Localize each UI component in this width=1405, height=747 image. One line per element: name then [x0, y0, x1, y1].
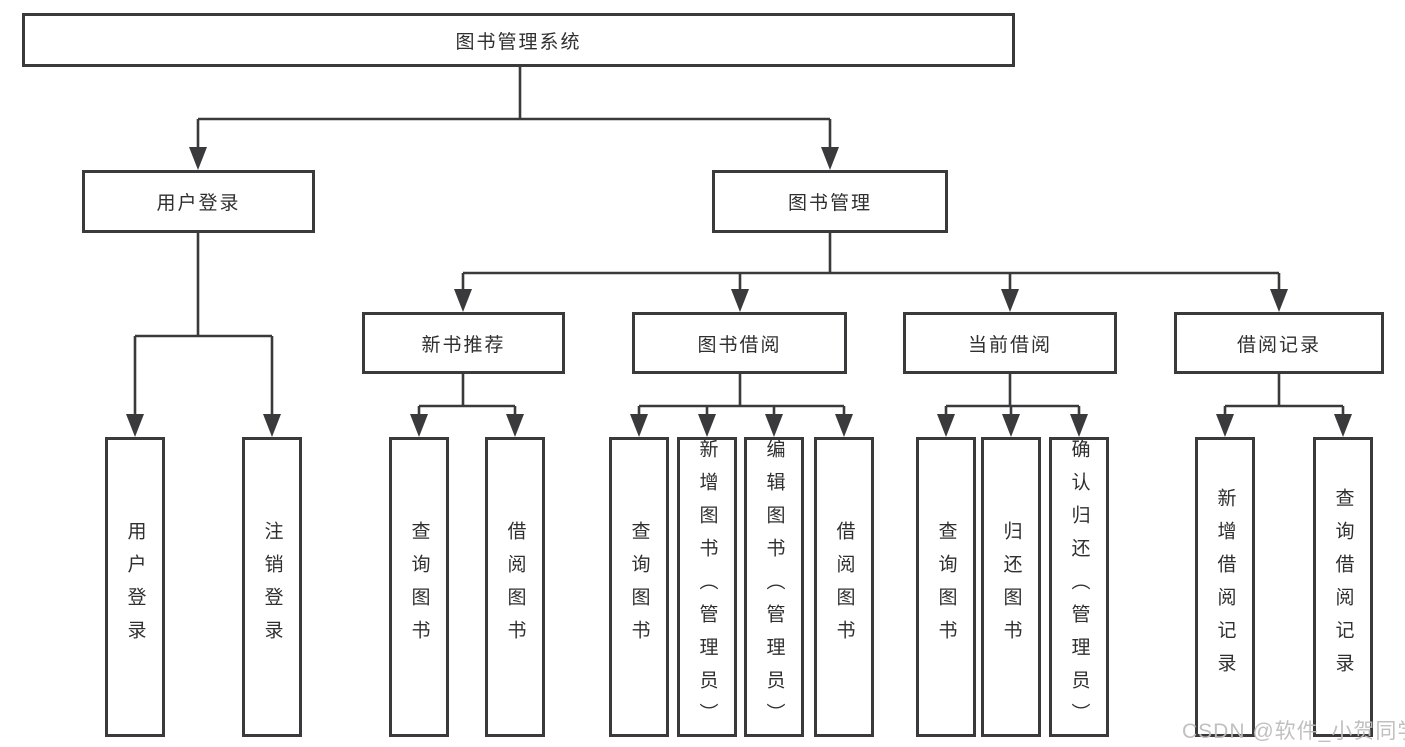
- node-label: 确认归还（管理员）: [1068, 438, 1090, 736]
- node-label: 图书管理: [787, 193, 872, 214]
- node-label: 当前借阅: [967, 334, 1052, 356]
- leaf-br-add-record: 新增借阅记录: [1195, 437, 1255, 737]
- node-label: 查询图书: [628, 521, 650, 653]
- node-label: 新增借阅记录: [1214, 488, 1236, 686]
- csdn-watermark: CSDN @软件_小贺同学: [1182, 720, 1405, 743]
- leaf-br-query-record: 查询借阅记录: [1313, 437, 1373, 737]
- leaf-bb-query-books: 查询图书: [609, 437, 669, 737]
- node-borrow-records: 借阅记录: [1174, 312, 1384, 374]
- node-label: 归还图书: [1000, 521, 1022, 653]
- node-label: 新书推荐: [421, 334, 506, 356]
- node-label: 图书借阅: [697, 334, 782, 356]
- leaf-nbr-query-books: 查询图书: [389, 437, 449, 737]
- node-book-borrow: 图书借阅: [632, 312, 847, 374]
- node-label: 查询图书: [935, 521, 957, 653]
- tree-edges: [133, 67, 1345, 421]
- node-new-book-recommend: 新书推荐: [362, 312, 565, 374]
- node-label: 借阅记录: [1236, 334, 1321, 356]
- node-label: 查询借阅记录: [1332, 488, 1354, 686]
- leaf-cb-query-books: 查询图书: [916, 437, 976, 737]
- leaf-bb-borrow-books: 借阅图书: [814, 437, 874, 737]
- leaf-user-login: 用户登录: [105, 437, 165, 737]
- node-book-management: 图书管理: [712, 170, 948, 233]
- leaf-cb-return-books: 归还图书: [981, 437, 1041, 737]
- node-label: 注销登录: [261, 521, 283, 653]
- node-root-system: 图书管理系统: [22, 13, 1015, 67]
- node-user-login: 用户登录: [82, 170, 315, 233]
- node-current-borrow: 当前借阅: [903, 312, 1117, 374]
- node-label: 查询图书: [408, 521, 430, 653]
- node-label: 编辑图书（管理员）: [763, 438, 785, 736]
- leaf-logout: 注销登录: [242, 437, 302, 737]
- node-label: 借阅图书: [504, 521, 526, 653]
- leaf-bb-add-books-admin: 新增图书（管理员）: [677, 437, 737, 737]
- node-label: 新增图书（管理员）: [696, 438, 718, 736]
- leaf-nbr-borrow-books: 借阅图书: [485, 437, 545, 737]
- leaf-bb-edit-books-admin: 编辑图书（管理员）: [744, 437, 804, 737]
- node-label: 借阅图书: [833, 521, 855, 653]
- node-label: 用户登录: [124, 521, 146, 653]
- node-label: 用户登录: [156, 193, 241, 214]
- arrowheads: [126, 147, 1352, 437]
- leaf-cb-confirm-return-admin: 确认归还（管理员）: [1049, 437, 1109, 737]
- node-label: 图书管理系统: [455, 31, 582, 53]
